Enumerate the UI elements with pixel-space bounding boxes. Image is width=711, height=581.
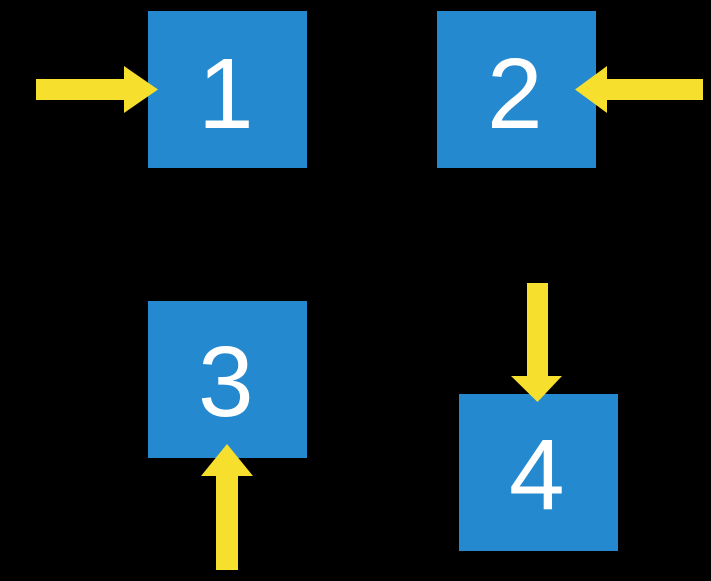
node-box-3[interactable] [148, 301, 307, 458]
arrow-into-1-shape [36, 66, 158, 113]
node-box-2[interactable] [437, 11, 596, 168]
node-label-3: 3 [198, 326, 254, 438]
node-label-1: 1 [198, 38, 254, 150]
node-label-4: 4 [509, 419, 565, 531]
arrow-into-4-shape [511, 283, 562, 402]
node-label-2: 2 [487, 38, 543, 150]
node-box-4[interactable] [459, 394, 618, 551]
node-box-1[interactable] [148, 11, 307, 168]
arrow-into-3-shape [201, 444, 253, 570]
